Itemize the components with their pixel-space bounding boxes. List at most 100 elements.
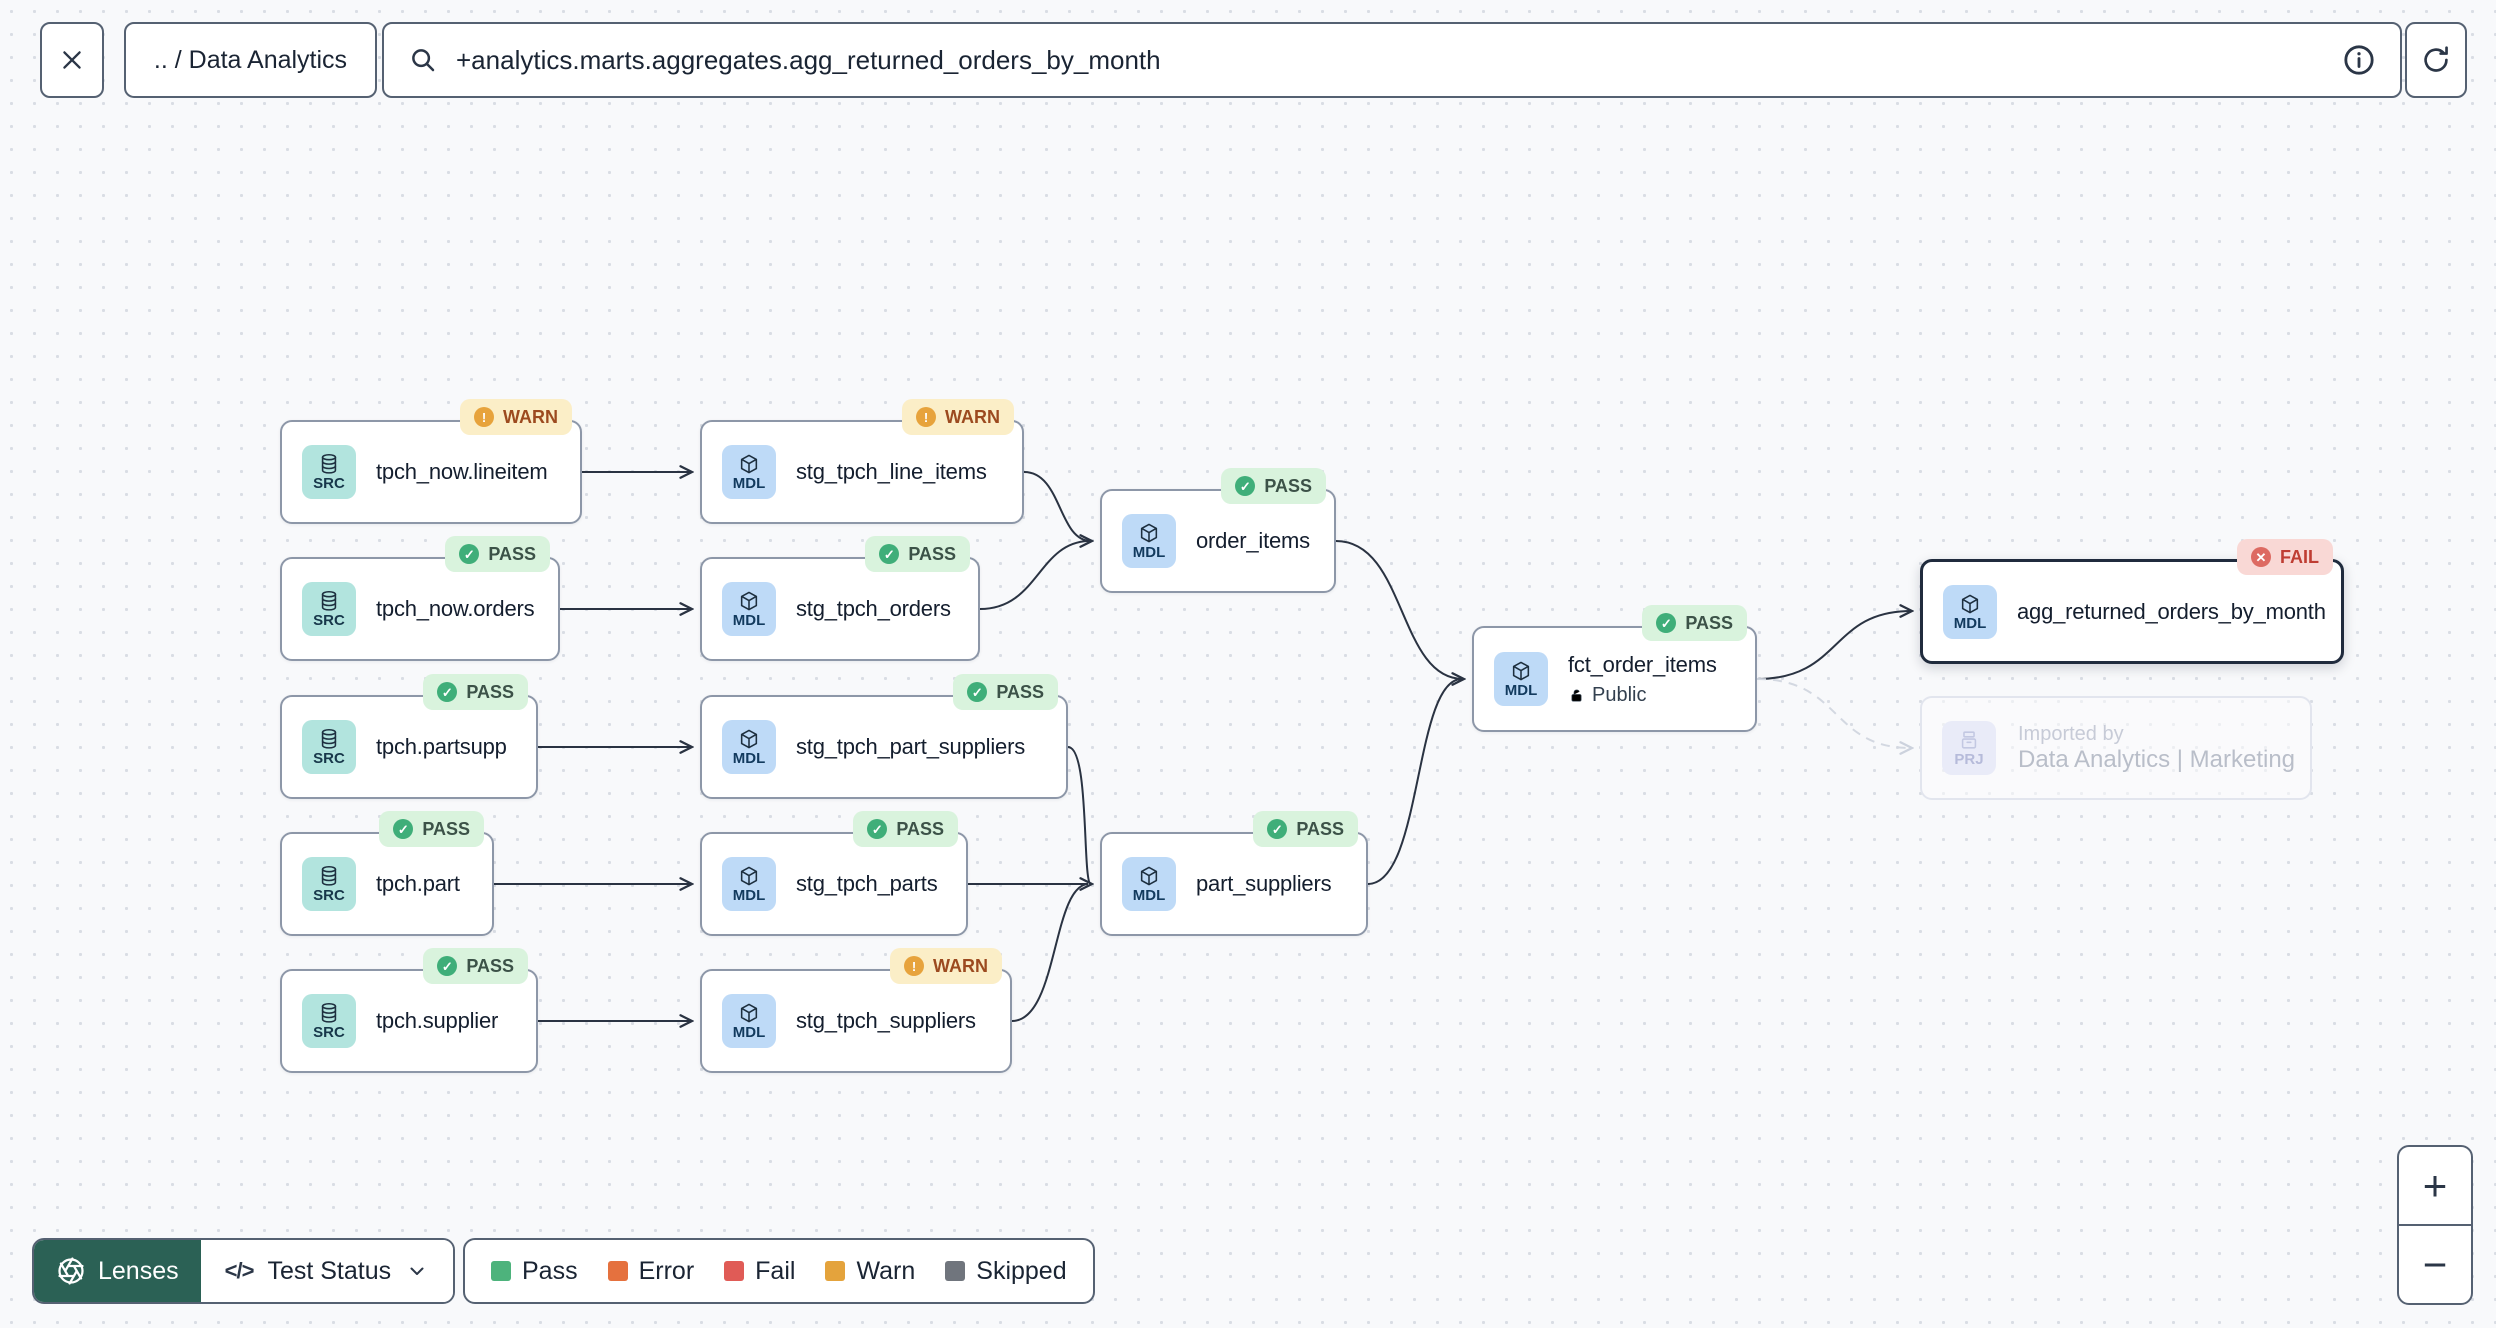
- node-title: tpch.supplier: [376, 1008, 499, 1033]
- node-title: stg_tpch_suppliers: [796, 1008, 976, 1033]
- node-title: stg_tpch_parts: [796, 871, 938, 896]
- info-icon[interactable]: [2342, 43, 2376, 77]
- breadcrumb[interactable]: .. / Data Analytics: [124, 22, 377, 98]
- pass-icon: ✓: [867, 819, 888, 839]
- source-icon: SRC: [302, 445, 356, 499]
- node-part-suppliers[interactable]: ✓ PASS MDL part_suppliers: [1100, 811, 1368, 936]
- node-stg-tpch-orders[interactable]: ✓ PASS MDL stg_tpch_orders: [700, 536, 980, 661]
- node-title: tpch_now.lineitem: [376, 459, 548, 484]
- close-button[interactable]: [40, 22, 104, 98]
- pass-swatch: [491, 1261, 511, 1281]
- zoom-in-button[interactable]: +: [2399, 1147, 2471, 1224]
- chevron-down-icon: [410, 1267, 424, 1275]
- pass-icon: ✓: [1235, 476, 1256, 496]
- badge-label: PASS: [466, 681, 514, 702]
- imported-by-label: Imported by: [2018, 722, 2124, 745]
- close-icon: [63, 51, 81, 69]
- node-agg-returned-orders-by-month[interactable]: ✕ FAIL MDL agg_returned_orders_by_month: [1920, 539, 2344, 664]
- legend-item-error: Error: [607, 1257, 694, 1286]
- model-icon: MDL: [722, 857, 776, 911]
- badge-label: PASS: [466, 955, 514, 976]
- access-label: Public: [1568, 684, 1717, 707]
- pass-icon: ✓: [1656, 613, 1677, 633]
- imported-by-project: Data Analytics | Marketing: [2018, 745, 2296, 773]
- node-order-items[interactable]: ✓ PASS MDL order_items: [1100, 468, 1336, 593]
- search-icon: [412, 49, 435, 72]
- status-badge: ✓ PASS: [423, 948, 528, 984]
- node-stg-tpch-parts[interactable]: ✓ PASS MDL stg_tpch_parts: [700, 811, 968, 936]
- status-badge: ✕ FAIL: [2237, 539, 2333, 575]
- model-icon: MDL: [1122, 857, 1176, 911]
- status-badge: ✓ PASS: [1253, 811, 1358, 847]
- pass-icon: ✓: [459, 544, 480, 564]
- status-badge: ! WARN: [890, 948, 1002, 984]
- model-icon: MDL: [722, 994, 776, 1048]
- badge-label: PASS: [896, 818, 944, 839]
- badge-label: PASS: [996, 681, 1044, 702]
- pass-icon: ✓: [437, 682, 458, 702]
- fail-swatch: [724, 1261, 745, 1281]
- badge-label: WARN: [933, 955, 988, 976]
- node-stg-tpch-part-suppliers[interactable]: ✓ PASS MDL stg_tpch_part_suppliers: [700, 674, 1068, 799]
- status-badge: ✓ PASS: [953, 674, 1058, 710]
- node-stg-tpch-line-items[interactable]: ! WARN MDL stg_tpch_line_items: [700, 399, 1024, 524]
- zoom-controls: + −: [2397, 1145, 2473, 1305]
- badge-label: WARN: [945, 406, 1000, 427]
- code-icon: </>: [224, 1258, 255, 1283]
- pass-icon: ✓: [967, 682, 988, 702]
- node-title: tpch_now.orders: [376, 596, 535, 621]
- node-title: part_suppliers: [1196, 871, 1332, 896]
- breadcrumb-label: .. / Data Analytics: [153, 45, 348, 74]
- status-badge: ✓ PASS: [865, 536, 970, 572]
- minus-icon: −: [2422, 1240, 2448, 1288]
- divider: [2399, 1224, 2471, 1226]
- node-tpch-part[interactable]: ✓ PASS SRC tpch.part: [280, 811, 494, 936]
- model-icon: MDL: [1122, 514, 1176, 568]
- legend-item-fail: Fail: [724, 1257, 795, 1286]
- pass-icon: ✓: [437, 956, 458, 976]
- model-icon: MDL: [722, 720, 776, 774]
- status-badge: ✓ PASS: [379, 811, 484, 847]
- node-title: tpch.part: [376, 871, 460, 896]
- legend-item-warn: Warn: [825, 1257, 915, 1286]
- plus-icon: +: [2422, 1161, 2448, 1209]
- project-icon: PRJ: [1942, 721, 1996, 775]
- warn-icon: !: [916, 407, 936, 427]
- refresh-button[interactable]: [2405, 22, 2467, 98]
- badge-label: PASS: [422, 818, 470, 839]
- node-tpch-supplier[interactable]: ✓ PASS SRC tpch.supplier: [280, 948, 538, 1073]
- search-input[interactable]: [454, 43, 2326, 77]
- node-title: agg_returned_orders_by_month: [2017, 598, 2326, 624]
- lens-selected-label: Test Status: [267, 1256, 392, 1285]
- badge-label: PASS: [908, 543, 956, 564]
- lens-selector[interactable]: </> Test Status: [200, 1240, 454, 1302]
- badge-label: PASS: [488, 543, 536, 564]
- pass-icon: ✓: [879, 544, 900, 564]
- node-title: stg_tpch_line_items: [796, 459, 987, 484]
- node-title: tpch.partsupp: [376, 734, 507, 759]
- skipped-swatch: [945, 1261, 966, 1281]
- lenses-button[interactable]: Lenses: [34, 1240, 201, 1302]
- source-icon: SRC: [302, 720, 356, 774]
- status-badge: ✓ PASS: [1221, 468, 1326, 504]
- node-fct-order-items[interactable]: ✓ PASS MDL fct_order_items Public: [1472, 605, 1757, 732]
- source-icon: SRC: [302, 857, 356, 911]
- node-title: fct_order_items: [1568, 651, 1717, 677]
- node-imported-by-project[interactable]: PRJ Imported by Data Analytics | Marketi…: [1920, 696, 2312, 800]
- legend-item-skipped: Skipped: [945, 1257, 1067, 1286]
- node-tpch-now-lineitem[interactable]: ! WARN SRC tpch_now.lineitem: [280, 399, 582, 524]
- node-title: order_items: [1196, 528, 1310, 553]
- node-stg-tpch-suppliers[interactable]: ! WARN MDL stg_tpch_suppliers: [700, 948, 1012, 1073]
- node-tpch-partsupp[interactable]: ✓ PASS SRC tpch.partsupp: [280, 674, 538, 799]
- status-badge: ! WARN: [902, 399, 1014, 435]
- node-title: stg_tpch_orders: [796, 596, 951, 621]
- aperture-icon: [58, 1257, 84, 1285]
- badge-label: PASS: [1296, 818, 1344, 839]
- error-swatch: [607, 1261, 628, 1281]
- node-tpch-now-orders[interactable]: ✓ PASS SRC tpch_now.orders: [280, 536, 560, 661]
- model-icon: MDL: [1943, 584, 1997, 639]
- model-icon: MDL: [722, 445, 776, 499]
- model-icon: MDL: [722, 582, 776, 636]
- zoom-out-button[interactable]: −: [2399, 1226, 2471, 1303]
